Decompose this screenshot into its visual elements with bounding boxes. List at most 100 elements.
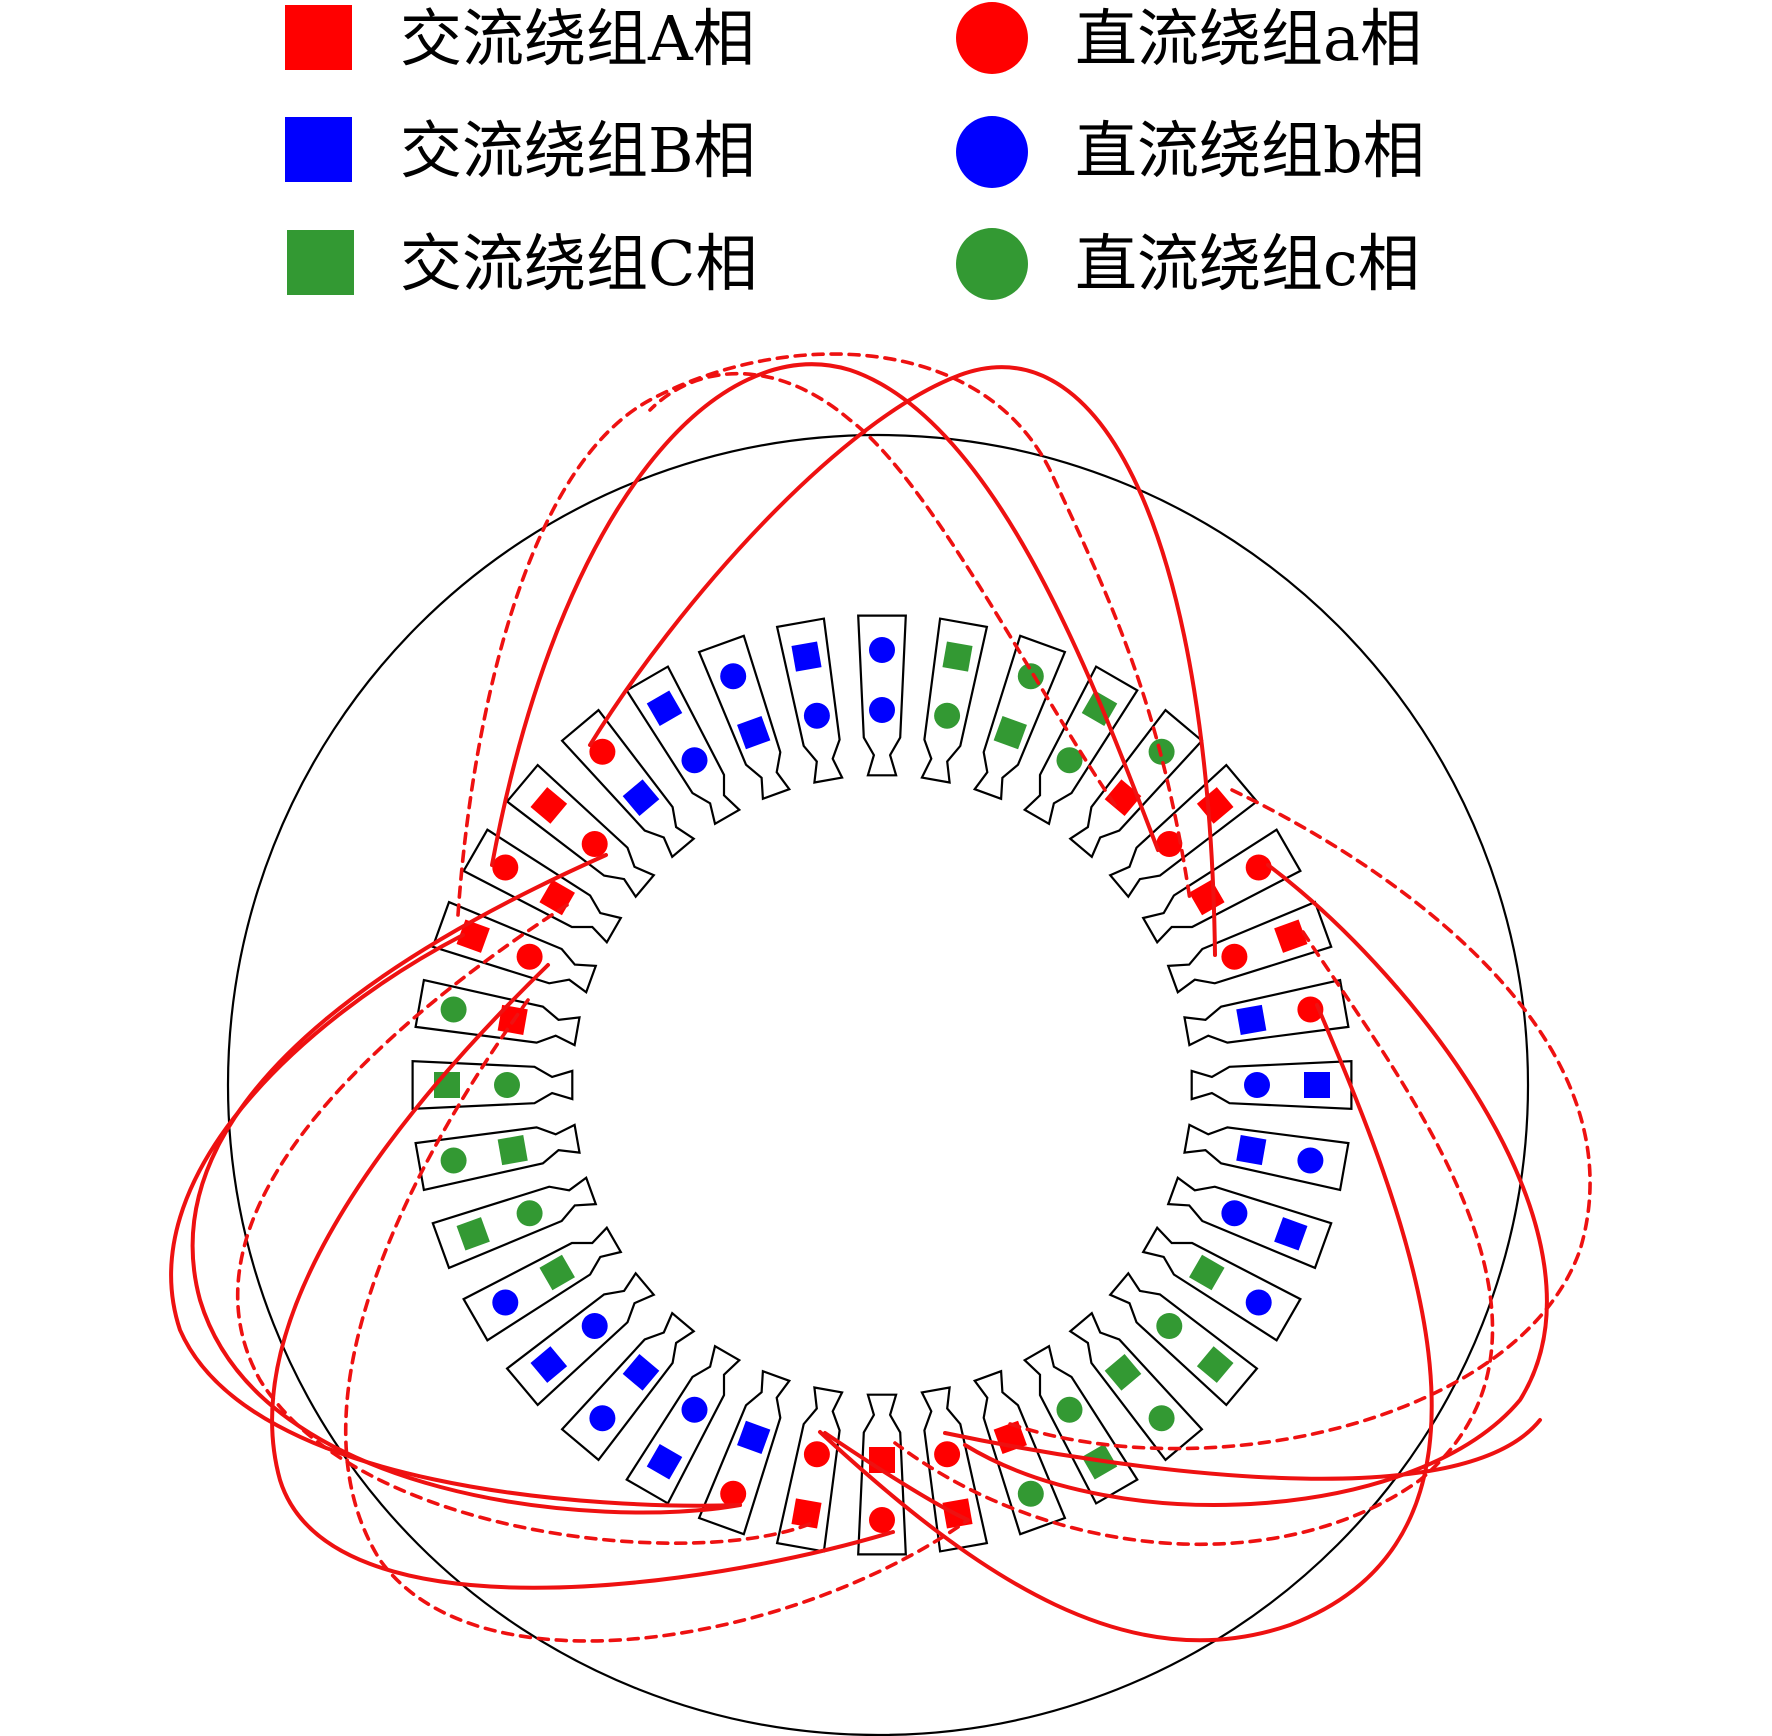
dc-conductor-b [681, 1396, 708, 1423]
stator-outer-circle [227, 434, 1529, 1736]
stator-slot-29 [414, 978, 581, 1047]
dc-conductor-b [581, 1313, 608, 1339]
winding-connections [169, 352, 1592, 1643]
stator-slot-19 [857, 1393, 907, 1556]
dc-conductor-a [1221, 943, 1248, 970]
legend-marker-ac-a [285, 5, 352, 70]
dc-a-connection [823, 1431, 970, 1522]
ac-conductor-c [1189, 1254, 1225, 1291]
stator-slots [411, 614, 1353, 1556]
ac-a-connection [456, 352, 1192, 917]
ac-conductor-a [1274, 919, 1308, 953]
dc-conductor-b [589, 1405, 616, 1432]
ac-conductor-b [622, 779, 660, 817]
stator-slot-11 [1183, 1123, 1350, 1192]
dc-a-connection [818, 1003, 1434, 1643]
legend: 交流绕组A相 交流绕组B相 交流绕组C相 直流绕组a相 直流绕组b相 直流绕组c… [285, 2, 1425, 300]
stator-slot-1 [857, 614, 907, 777]
ac-conductor-b [646, 1443, 683, 1480]
legend-label-dc-c: 直流绕组c相 [1075, 227, 1420, 300]
dc-conductor-a [934, 1441, 961, 1468]
stator-slot-36 [775, 617, 844, 784]
dc-conductor-b [1297, 1147, 1324, 1174]
stator-slot-2 [920, 617, 989, 784]
dc-conductor-b [1245, 1289, 1272, 1316]
dc-conductor-b [681, 747, 708, 774]
dc-conductor-c [1148, 1405, 1175, 1432]
legend-label-ac-c: 交流绕组C相 [400, 227, 757, 300]
dc-conductor-c [440, 996, 467, 1023]
dc-a-connection [943, 1418, 1542, 1481]
ac-conductor-b [530, 1346, 568, 1383]
stator-slot-9 [1183, 978, 1350, 1047]
legend-marker-ac-b [285, 117, 352, 182]
ac-conductor-c [993, 715, 1027, 750]
legend-item-ac-b: 交流绕组B相 [285, 114, 756, 187]
ac-a-connection [1008, 788, 1592, 1451]
dc-conductor-a [1156, 831, 1183, 857]
dc-a-connection [169, 933, 742, 1508]
ac-conductor-b [622, 1353, 660, 1391]
legend-marker-ac-c [287, 230, 354, 295]
dc-a-connection [490, 362, 1160, 867]
dc-conductor-c [1056, 747, 1083, 774]
dc-conductor-c [494, 1072, 520, 1098]
ac-conductor-b [646, 690, 683, 727]
legend-label-ac-a: 交流绕组A相 [400, 2, 755, 75]
ac-conductor-b [1304, 1072, 1330, 1098]
ac-conductor-c [1081, 690, 1118, 727]
ac-conductor-b [791, 641, 822, 672]
legend-item-ac-a: 交流绕组A相 [285, 2, 755, 75]
slot-conductors [434, 637, 1330, 1533]
dc-conductor-b [869, 637, 895, 663]
ac-a-connection [235, 903, 814, 1545]
dc-conductor-a [720, 1480, 747, 1507]
legend-item-ac-c: 交流绕组C相 [287, 227, 757, 300]
ac-conductor-c [497, 1135, 528, 1166]
dc-conductor-c [440, 1147, 467, 1174]
ac-a-connection [893, 930, 1495, 1547]
ac-conductor-b [737, 1420, 771, 1455]
dc-a-connection [190, 853, 742, 1515]
dc-conductor-b [1244, 1072, 1270, 1098]
ac-conductor-b [1274, 1217, 1308, 1251]
ac-conductor-c [539, 1254, 575, 1291]
legend-label-ac-b: 交流绕组B相 [400, 114, 756, 187]
legend-marker-dc-a [956, 2, 1028, 74]
dc-conductor-a [581, 831, 608, 857]
ac-a-connection [343, 998, 970, 1643]
legend-label-dc-a: 直流绕组a相 [1075, 2, 1422, 75]
dc-conductor-a [492, 854, 519, 881]
dc-conductor-b [1221, 1200, 1248, 1227]
ac-conductor-c [1104, 1353, 1142, 1391]
ac-conductor-c [942, 641, 973, 672]
stator-slot-18 [920, 1386, 989, 1553]
legend-label-dc-b: 直流绕组b相 [1075, 114, 1425, 187]
dc-conductor-c [934, 702, 961, 729]
legend-marker-dc-c [956, 228, 1028, 300]
dc-conductor-c [1156, 1313, 1183, 1339]
legend-item-dc-b: 直流绕组b相 [956, 114, 1425, 188]
dc-conductor-a [869, 1507, 895, 1533]
ac-conductor-b [1236, 1135, 1267, 1166]
ac-conductor-c [456, 1217, 490, 1251]
dc-conductor-b [869, 697, 895, 723]
ac-conductor-a [530, 787, 568, 824]
legend-marker-dc-b [956, 116, 1028, 188]
dc-a-connection [588, 365, 1217, 957]
dc-conductor-b [803, 702, 830, 729]
dc-conductor-b [492, 1289, 519, 1316]
ac-conductor-b [1236, 1004, 1267, 1035]
ac-conductor-b [737, 715, 771, 750]
dc-conductor-a [1297, 996, 1324, 1023]
stator-slot-20 [775, 1386, 844, 1553]
ac-a-connection [648, 371, 1117, 807]
legend-item-dc-a: 直流绕组a相 [956, 2, 1422, 75]
dc-conductor-a [1245, 854, 1272, 881]
ac-conductor-a [791, 1498, 822, 1529]
ac-conductor-c [1196, 1346, 1234, 1383]
dc-conductor-c [1056, 1396, 1083, 1423]
dc-a-connection [270, 963, 895, 1590]
dc-conductor-a [589, 738, 616, 765]
dc-conductor-a [516, 943, 543, 970]
